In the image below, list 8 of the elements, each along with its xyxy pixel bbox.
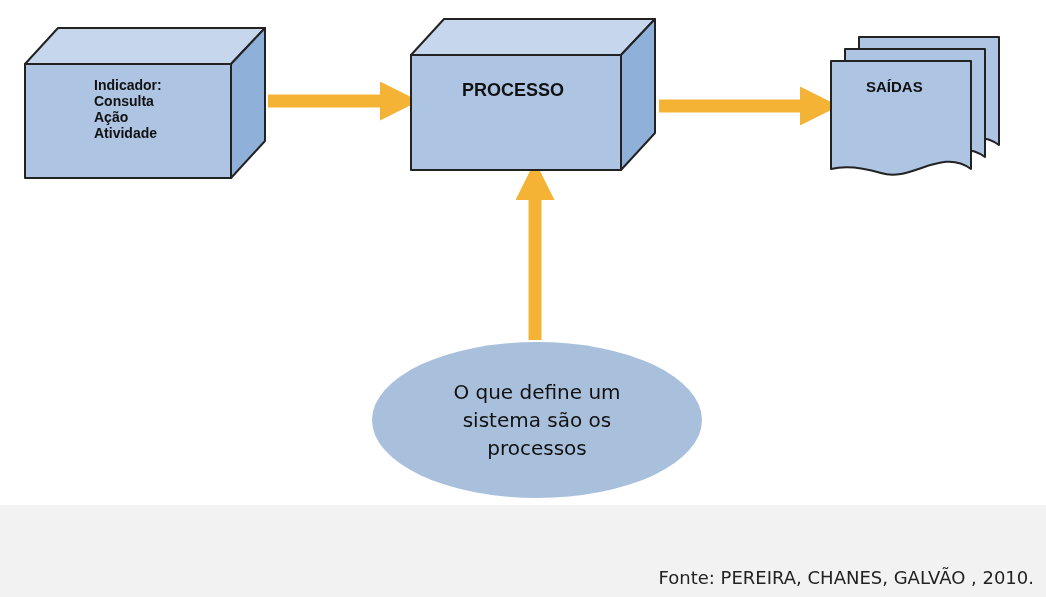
node-text: Atividade bbox=[94, 125, 158, 141]
source-caption: Fonte: PEREIRA, CHANES, GALVÃO , 2010. bbox=[658, 567, 1034, 588]
heading-text: Indicador: bbox=[94, 77, 162, 93]
node-text: O que define um sistema são os processos bbox=[452, 379, 622, 462]
node-text: Ação bbox=[94, 109, 130, 125]
node-text: Consulta bbox=[94, 93, 155, 109]
node-text: SAÍDAS bbox=[866, 78, 923, 95]
node-text: PROCESSO bbox=[462, 80, 565, 101]
